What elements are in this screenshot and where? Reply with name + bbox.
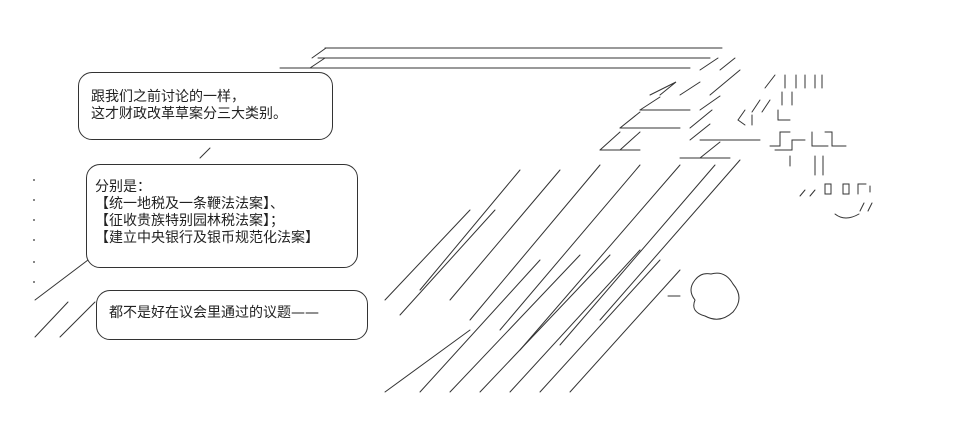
bubble-2-line-3: 【征收贵族特别园林税法案】；	[95, 213, 284, 229]
speech-bubble-3: 都不是好在议会里通过的议题——	[96, 290, 368, 340]
bubble-2-line-2: 【统一地税及一条鞭法法案】、	[95, 196, 284, 212]
bubble-1-line-1: 跟我们之前讨论的一样，	[91, 89, 245, 105]
speech-bubble-1: 跟我们之前讨论的一样， 这才财政改革草案分三大类别。	[78, 72, 333, 140]
bubble-2-line-1: 分别是：	[95, 179, 151, 195]
bubble-1-line-2: 这才财政改革草案分三大类别。	[91, 106, 287, 122]
bubble-2-line-4: 【建立中央银行及银币规范化法案】	[95, 230, 319, 246]
speech-bubble-2: 分别是： 【统一地税及一条鞭法法案】、 【征收贵族特别园林税法案】； 【建立中央…	[86, 164, 358, 268]
bubble-3-line-1: 都不是好在议会里通过的议题——	[109, 305, 319, 321]
